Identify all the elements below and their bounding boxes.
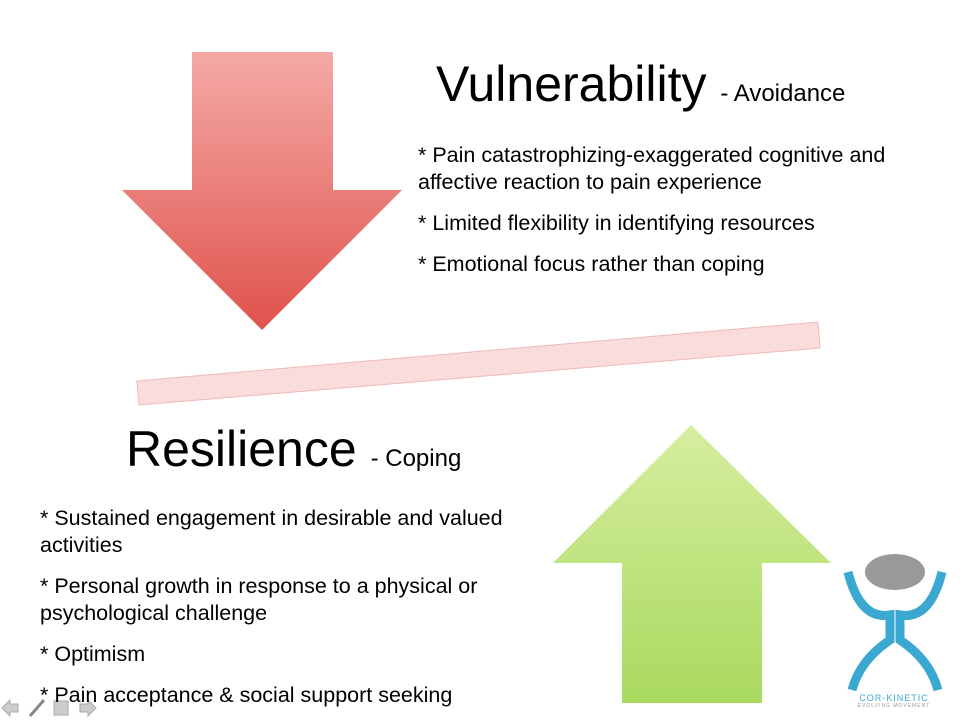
list-item: * Emotional focus rather than coping bbox=[418, 252, 765, 276]
vulnerability-subtitle: - Avoidance bbox=[720, 80, 846, 107]
down-arrow bbox=[122, 52, 402, 330]
list-item: * Personal growth in response to a physi… bbox=[40, 574, 478, 625]
resilience-subtitle: - Coping bbox=[370, 445, 462, 472]
logo: COR-KINETIC EVOLVING MOVEMENT bbox=[836, 693, 952, 709]
list-item: * Pain acceptance & social support seeki… bbox=[40, 683, 453, 707]
balance-beam bbox=[136, 321, 821, 406]
up-arrow bbox=[553, 425, 831, 703]
resilience-list: * Sustained engagement in desirable and … bbox=[40, 505, 545, 723]
logo-name: COR-KINETIC bbox=[859, 693, 929, 703]
vulnerability-heading: Vulnerability - Avoidance bbox=[436, 55, 845, 113]
list-item: * Pain catastrophizing-exaggerated cogni… bbox=[418, 143, 886, 194]
logo-figure bbox=[843, 554, 947, 692]
resilience-title: Resilience bbox=[126, 421, 357, 477]
resilience-heading: Resilience - Coping bbox=[126, 420, 461, 478]
list-item: * Optimism bbox=[40, 642, 146, 666]
list-item: * Limited flexibility in identifying res… bbox=[418, 211, 815, 235]
vulnerability-title: Vulnerability bbox=[436, 56, 707, 112]
list-item: * Sustained engagement in desirable and … bbox=[40, 506, 503, 557]
nav-controls bbox=[1, 698, 97, 718]
logo-tagline: EVOLVING MOVEMENT bbox=[857, 703, 931, 709]
vulnerability-list: * Pain catastrophizing-exaggerated cogni… bbox=[418, 142, 918, 292]
